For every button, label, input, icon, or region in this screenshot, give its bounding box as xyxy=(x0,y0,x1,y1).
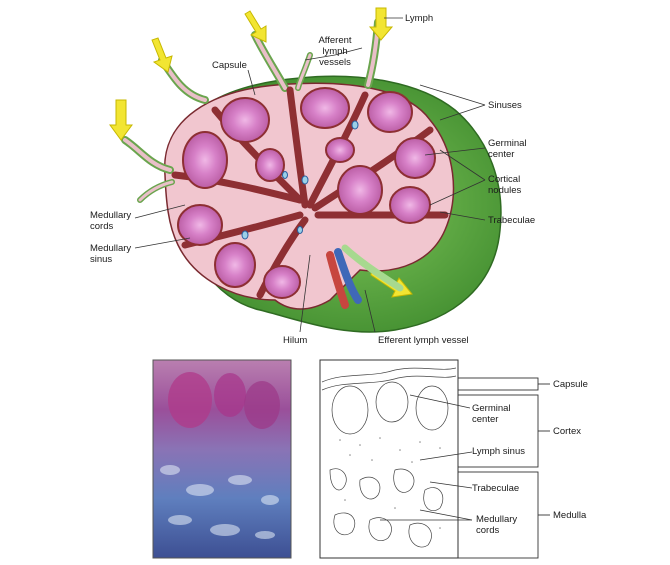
label-medullary-cords-bottom: Medullary cords xyxy=(476,514,518,536)
cortical-nodules xyxy=(177,87,436,299)
top-leader-lines xyxy=(134,17,486,333)
label-cortical-nodules: Cortical nodules xyxy=(488,174,522,196)
line-drawing xyxy=(319,359,459,559)
region-brackets xyxy=(457,377,550,559)
label-afferent-lymph-vessels: Afferent lymph vessels xyxy=(318,35,352,68)
label-capsule-bottom: Capsule xyxy=(553,379,588,390)
label-lymph-sinus: Lymph sinus xyxy=(472,446,525,457)
label-trabeculae-top: Trabeculae xyxy=(488,215,536,226)
label-capsule-top: Capsule xyxy=(212,60,247,71)
label-germinal-center-bottom: Germinal center xyxy=(472,403,511,425)
label-trabeculae-bottom: Trabeculae xyxy=(472,483,520,494)
vessel-cross-sections xyxy=(241,120,359,240)
label-cortex: Cortex xyxy=(553,426,581,437)
bottom-leader-lines xyxy=(380,394,473,521)
label-medullary-sinus: Medullary sinus xyxy=(90,243,132,265)
hilum-vessels xyxy=(326,244,404,309)
label-efferent-lymph-vessel: Efferent lymph vessel xyxy=(378,335,469,346)
label-hilum: Hilum xyxy=(283,335,308,346)
lymph-node-illustration xyxy=(109,7,502,333)
label-lymph: Lymph xyxy=(405,13,434,24)
label-sinuses: Sinuses xyxy=(488,100,522,111)
micrograph xyxy=(152,359,292,559)
label-medullary-cords-top: Medullary cords xyxy=(90,210,132,232)
label-medulla: Medulla xyxy=(553,510,587,521)
label-germinal-center-top: Germinal center xyxy=(488,138,527,160)
